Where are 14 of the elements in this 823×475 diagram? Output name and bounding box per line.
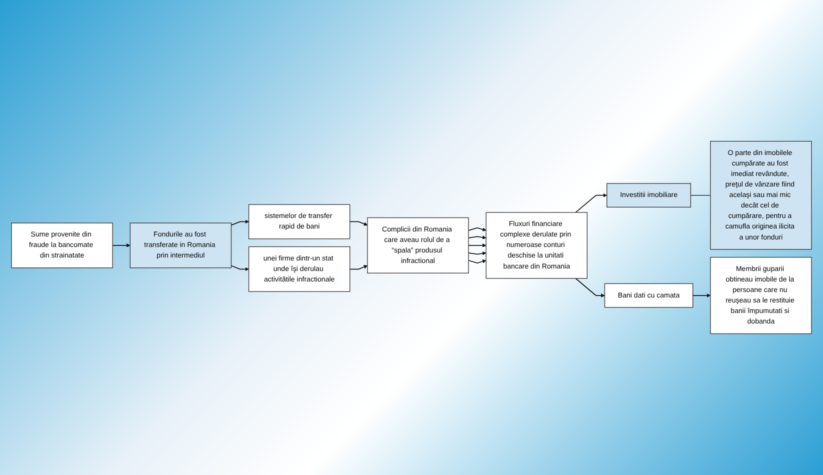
arrow: [112, 243, 130, 248]
arrow: [468, 260, 486, 264]
arrow: [230, 265, 249, 272]
arrow: [575, 278, 605, 298]
arrow: [349, 221, 368, 226]
arrow: [468, 236, 486, 240]
arrow: [692, 294, 711, 298]
arrow: [468, 227, 486, 232]
arrow: [349, 265, 368, 270]
arrow: [468, 252, 486, 256]
arrow: [575, 193, 608, 213]
connector: [690, 195, 711, 196]
arrow: [468, 243, 486, 248]
arrow: [230, 220, 249, 226]
